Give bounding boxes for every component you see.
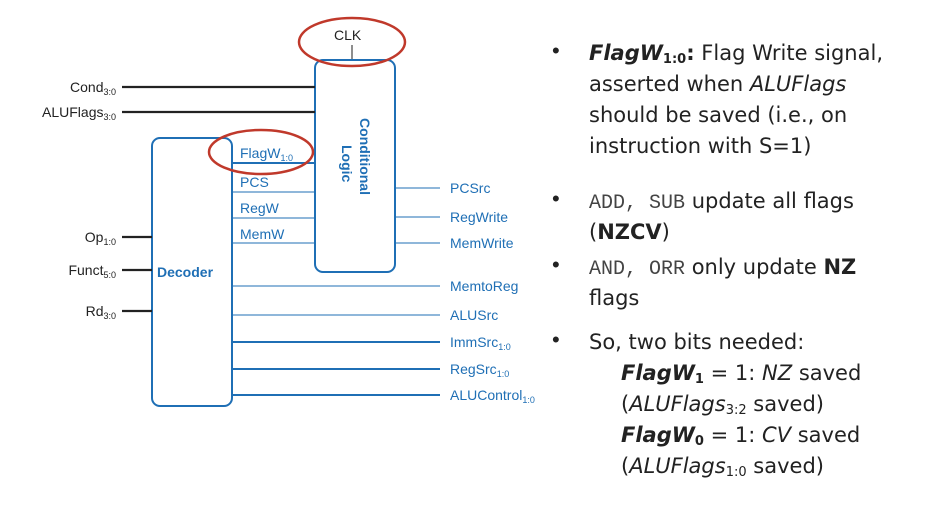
conditional-logic-label: Conditional bbox=[357, 118, 373, 195]
pcs-label: PCS bbox=[240, 174, 269, 190]
flagw-highlight-ellipse bbox=[207, 128, 315, 176]
bullet-flagw-line-4: instruction with S=1) bbox=[589, 134, 812, 158]
bullet-and-orr-line-2: flags bbox=[589, 286, 640, 310]
memwrite-label: MemWrite bbox=[450, 235, 514, 251]
flagw1-line: FlagW1 = 1: NZ saved bbox=[621, 361, 862, 387]
decoder-block bbox=[151, 137, 233, 407]
bullet-two-bits-line-1: So, two bits needed: bbox=[589, 330, 805, 354]
bullet-add-sub-line-2: (NZCV) bbox=[589, 220, 670, 244]
bullet-flagw-line-3: should be saved (i.e., on bbox=[589, 103, 848, 127]
regwrite-label: RegWrite bbox=[450, 209, 508, 225]
conditional-logic-block bbox=[314, 59, 396, 273]
alusrc-label: ALUSrc bbox=[450, 307, 498, 323]
clk-label: CLK bbox=[334, 27, 362, 43]
rd-label: Rd3:0 bbox=[86, 303, 116, 321]
bullet-flagw-line-2: asserted when ALUFlags bbox=[589, 72, 847, 96]
cond-label: Cond3:0 bbox=[70, 79, 116, 97]
memw-label: MemW bbox=[240, 226, 285, 242]
flagw0-line: FlagW0 = 1: CV saved bbox=[621, 423, 861, 449]
pcsrc-label: PCSrc bbox=[450, 180, 490, 196]
memtoreg-label: MemtoReg bbox=[450, 278, 518, 294]
flagw0-detail-line: (ALUFlags1:0 saved) bbox=[621, 454, 824, 480]
decoder-label: Decoder bbox=[157, 264, 214, 280]
conditional-logic-label-2: Logic bbox=[339, 145, 355, 183]
immsrc-label: ImmSrc1:0 bbox=[450, 334, 511, 352]
op-label: Op1:0 bbox=[85, 229, 116, 247]
clk-highlight-ellipse bbox=[297, 16, 407, 68]
flagw-label: FlagW1:0 bbox=[240, 145, 293, 163]
bullet-dot: • bbox=[552, 38, 560, 63]
bullet-dot: • bbox=[552, 252, 560, 277]
bullet-flagw-line-1: FlagW1:0: Flag Write signal, bbox=[589, 41, 883, 67]
regw-label: RegW bbox=[240, 200, 280, 216]
bullet-add-sub-line-1: ADD, SUB update all flags bbox=[589, 189, 854, 215]
aluflags-label: ALUFlags3:0 bbox=[42, 104, 116, 122]
notes-panel: • FlagW1:0: Flag Write signal, asserted … bbox=[552, 0, 926, 527]
flagw1-detail-line: (ALUFlags3:2 saved) bbox=[621, 392, 824, 418]
alucontrol-label: ALUControl1:0 bbox=[450, 387, 535, 405]
regsrc-label: RegSrc1:0 bbox=[450, 361, 509, 379]
bullet-and-orr-line-1: AND, ORR only update NZ bbox=[589, 255, 857, 281]
bullet-dot: • bbox=[552, 186, 560, 211]
control-unit-diagram: Conditional Logic Decoder CLK Cond3:0 AL… bbox=[42, 16, 535, 407]
funct-label: Funct5:0 bbox=[68, 262, 116, 280]
bullet-dot: • bbox=[552, 327, 560, 352]
